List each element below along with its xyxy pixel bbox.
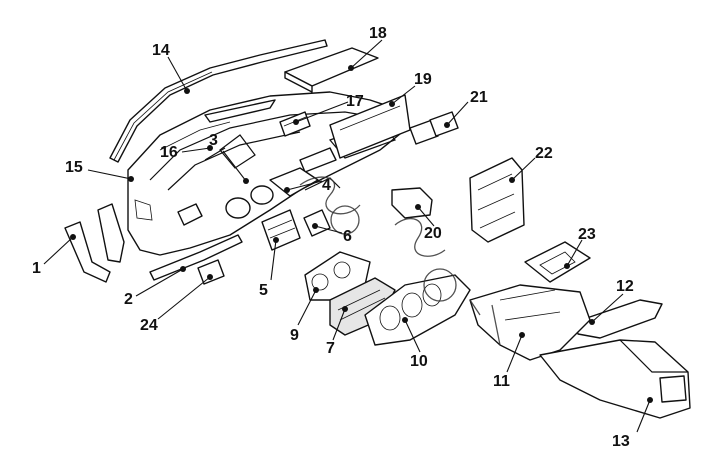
callout-17: 17 bbox=[346, 93, 364, 110]
callout-18: 18 bbox=[369, 25, 387, 42]
callout-4: 4 bbox=[322, 177, 331, 194]
callout-22: 22 bbox=[535, 145, 553, 162]
callout-24: 24 bbox=[140, 317, 158, 334]
callout-19: 19 bbox=[414, 71, 432, 88]
part-16-dash-insert bbox=[159, 121, 231, 151]
part-24-switch bbox=[197, 259, 225, 285]
part-10-cluster-hood bbox=[364, 274, 471, 346]
part-12-console-lid bbox=[574, 299, 663, 339]
part-2-lower-trim bbox=[149, 234, 243, 281]
callout-6: 6 bbox=[343, 228, 352, 245]
callout-3: 3 bbox=[209, 132, 218, 149]
part-20-relay bbox=[391, 187, 433, 219]
callout-13: 13 bbox=[612, 433, 630, 450]
part-23-shift-bezel bbox=[524, 241, 591, 283]
part-14-trim-strip bbox=[109, 39, 328, 163]
part-6-switch bbox=[303, 209, 331, 237]
callout-5: 5 bbox=[259, 282, 268, 299]
part-4-column-cover bbox=[269, 167, 341, 197]
callout-23: 23 bbox=[578, 226, 596, 243]
part-5-heater-control bbox=[261, 209, 301, 251]
part-19-glovebox-door bbox=[329, 94, 411, 159]
callout-2: 2 bbox=[124, 291, 133, 308]
watermark-lettering bbox=[299, 176, 501, 346]
leader-lines bbox=[43, 39, 653, 433]
callout-21: 21 bbox=[470, 89, 488, 106]
callout-10: 10 bbox=[410, 353, 428, 370]
callout-15: 15 bbox=[65, 159, 83, 176]
part-18-defroster-panel bbox=[284, 47, 379, 93]
part-22-radio-bracket bbox=[469, 157, 525, 243]
callout-9: 9 bbox=[290, 327, 299, 344]
part-1-side-bracket bbox=[64, 203, 125, 283]
callout-14: 14 bbox=[152, 42, 170, 59]
callout-12: 12 bbox=[616, 278, 634, 295]
callout-11: 11 bbox=[493, 373, 510, 390]
part-13-rear-console bbox=[539, 339, 691, 419]
part-21-vent bbox=[409, 111, 459, 145]
part-11-console bbox=[469, 284, 591, 361]
part-3-bracket bbox=[204, 99, 276, 169]
callout-20: 20 bbox=[424, 225, 442, 242]
callout-7: 7 bbox=[326, 340, 335, 357]
callout-1: 1 bbox=[32, 260, 41, 277]
callout-labels: 1 2 3 4 5 6 7 9 10 11 12 13 14 15 16 17 … bbox=[32, 25, 634, 450]
callout-16: 16 bbox=[160, 144, 178, 161]
